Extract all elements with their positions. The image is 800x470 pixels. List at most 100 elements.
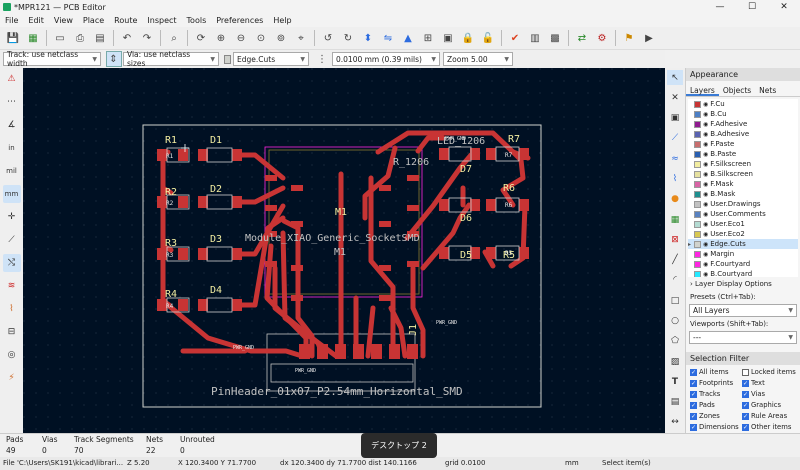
layer-color-swatch[interactable] — [694, 140, 701, 148]
layer-row[interactable]: ◉User.Comments — [688, 209, 798, 219]
draw-polygon-icon[interactable]: ⬠ — [671, 336, 679, 347]
layer-row[interactable]: ▸◉Edge.Cuts — [688, 239, 798, 249]
filter-checkbox[interactable]: ✓Vias — [742, 389, 800, 399]
route-track-icon[interactable]: ⟋ — [671, 133, 679, 144]
filter-checkbox[interactable]: ✓Tracks — [690, 389, 742, 399]
via-sketch-icon[interactable]: ◎ — [7, 350, 16, 360]
add-zone-icon[interactable]: ▦ — [670, 214, 680, 225]
rotate-ccw-icon[interactable]: ↺ — [323, 32, 333, 44]
eye-icon[interactable]: ◉ — [703, 240, 709, 248]
eye-icon[interactable]: ◉ — [703, 210, 709, 218]
menu-file[interactable]: File — [5, 16, 19, 25]
tab-nets[interactable]: Nets — [759, 86, 777, 95]
layer-color-swatch[interactable] — [694, 260, 701, 268]
eye-icon[interactable]: ◉ — [703, 180, 709, 188]
checkbox-icon[interactable]: ✓ — [690, 368, 697, 376]
draw-line-icon[interactable]: ╱ — [672, 255, 678, 266]
layer-color-swatch[interactable] — [694, 250, 701, 258]
zoom-selection-icon[interactable]: ⌖ — [298, 32, 304, 44]
menu-tools[interactable]: Tools — [186, 16, 207, 25]
eye-icon[interactable]: ◉ — [703, 110, 709, 118]
layer-color-swatch[interactable] — [694, 110, 701, 118]
filter-checkbox[interactable]: ✓Footprints — [690, 378, 742, 388]
add-text-icon[interactable]: T — [671, 376, 679, 387]
unlock-icon[interactable]: 🔓 — [481, 32, 495, 44]
pad-sketch-icon[interactable]: ⊟ — [7, 327, 16, 337]
add-footprint-icon[interactable]: ▣ — [670, 113, 680, 124]
menu-route[interactable]: Route — [114, 16, 138, 25]
flip-horizontal-icon[interactable]: ⇋ — [383, 32, 393, 44]
flip-vertical-icon[interactable]: ⬍ — [363, 32, 373, 44]
layer-color-swatch[interactable] — [694, 130, 701, 138]
layer-display-options[interactable]: › Layer Display Options — [690, 280, 772, 288]
select-icon[interactable]: ↖ — [667, 70, 683, 86]
zone-outline-icon[interactable]: ⌇ — [9, 304, 14, 314]
draw-circle-icon[interactable]: ○ — [671, 316, 679, 327]
filter-checkbox[interactable]: ✓Zones — [690, 411, 742, 421]
eye-icon[interactable]: ◉ — [703, 100, 709, 108]
close-button[interactable]: ✕ — [780, 2, 788, 12]
checkbox-icon[interactable]: ✓ — [690, 401, 697, 409]
grid-select[interactable]: 0.0100 mm (0.39 mils)▼ — [332, 52, 440, 66]
save-icon[interactable]: 💾 — [6, 32, 20, 44]
checkbox-icon[interactable] — [742, 368, 749, 376]
zoom-out-icon[interactable]: ⊖ — [236, 32, 246, 44]
mirror-icon[interactable]: ▲ — [404, 32, 412, 44]
checkbox-icon[interactable]: ✓ — [742, 401, 749, 409]
zoom-fit-icon[interactable]: ⊙ — [256, 32, 266, 44]
auto-track-width-icon[interactable]: ⇕ — [105, 51, 122, 67]
layer-row[interactable]: ◉B.Courtyard — [688, 269, 798, 277]
cursor-crosshair-icon[interactable]: ✛ — [7, 212, 16, 222]
layer-row[interactable]: ◉User.Eco2 — [688, 229, 798, 239]
footprint-editor-icon[interactable]: ▥ — [530, 32, 540, 44]
eye-icon[interactable]: ◉ — [703, 120, 709, 128]
tab-layers[interactable]: Layers — [686, 85, 719, 96]
layer-color-swatch[interactable] — [694, 230, 701, 238]
eye-icon[interactable]: ◉ — [703, 200, 709, 208]
track-width-select[interactable]: Track: use netclass width▼ — [3, 50, 101, 68]
filter-checkbox[interactable]: Locked items — [742, 367, 800, 377]
eye-icon[interactable]: ◉ — [703, 270, 709, 278]
align-icon[interactable]: ⊞ — [423, 32, 433, 44]
checkbox-icon[interactable]: ✓ — [690, 412, 697, 420]
console-icon[interactable]: ▶ — [645, 32, 653, 44]
checkbox-icon[interactable]: ✓ — [690, 379, 697, 387]
viewports-select[interactable]: ---▼ — [689, 331, 797, 344]
presets-select[interactable]: All Layers▼ — [689, 304, 797, 317]
add-textbox-icon[interactable]: ▤ — [670, 397, 680, 408]
schematic-icon[interactable]: ⚙ — [597, 32, 607, 44]
via-size-select[interactable]: Via: use netclass sizes▼ — [123, 50, 219, 68]
ratsnest-curved-icon[interactable]: ⤭ — [2, 254, 21, 272]
rotate-cw-icon[interactable]: ↻ — [343, 32, 353, 44]
eye-icon[interactable]: ◉ — [703, 160, 709, 168]
checkbox-icon[interactable]: ✓ — [690, 423, 697, 431]
eye-icon[interactable]: ◉ — [703, 190, 709, 198]
zoom-select[interactable]: Zoom 5.00▼ — [443, 52, 513, 66]
layer-color-swatch[interactable] — [694, 190, 701, 198]
print-icon[interactable]: ⎙ — [76, 32, 84, 44]
eye-icon[interactable]: ◉ — [703, 140, 709, 148]
eye-icon[interactable]: ◉ — [703, 220, 709, 228]
layer-row[interactable]: ◉F.Courtyard — [688, 259, 798, 269]
checkbox-icon[interactable]: ✓ — [742, 412, 749, 420]
filter-checkbox[interactable]: ✓All items — [690, 367, 742, 377]
local-ratsnest-icon[interactable]: ✕ — [671, 92, 679, 103]
add-image-icon[interactable]: ▨ — [670, 356, 680, 367]
layer-row[interactable]: ◉User.Eco1 — [688, 219, 798, 229]
layer-row[interactable]: ◉B.Cu — [688, 109, 798, 119]
page-settings-icon[interactable]: ▭ — [55, 32, 65, 44]
units-mils-icon[interactable]: mil — [6, 167, 17, 175]
drc-icon[interactable]: ✔ — [510, 32, 520, 44]
eye-icon[interactable]: ◉ — [703, 260, 709, 268]
units-inch-icon[interactable]: in — [8, 144, 15, 152]
layer-row[interactable]: ◉B.Paste — [688, 149, 798, 159]
menu-inspect[interactable]: Inspect — [147, 16, 177, 25]
zoom-objects-icon[interactable]: ⊚ — [276, 32, 286, 44]
add-dimension-icon[interactable]: ↔ — [671, 417, 679, 428]
maximize-button[interactable]: ☐ — [747, 2, 757, 12]
route-diff-pair-icon[interactable]: ≈ — [671, 153, 679, 164]
update-pcb-icon[interactable]: ⇄ — [577, 32, 587, 44]
layer-color-swatch[interactable] — [694, 240, 701, 248]
layer-row[interactable]: ◉F.Adhesive — [688, 119, 798, 129]
layer-color-swatch[interactable] — [694, 270, 701, 277]
